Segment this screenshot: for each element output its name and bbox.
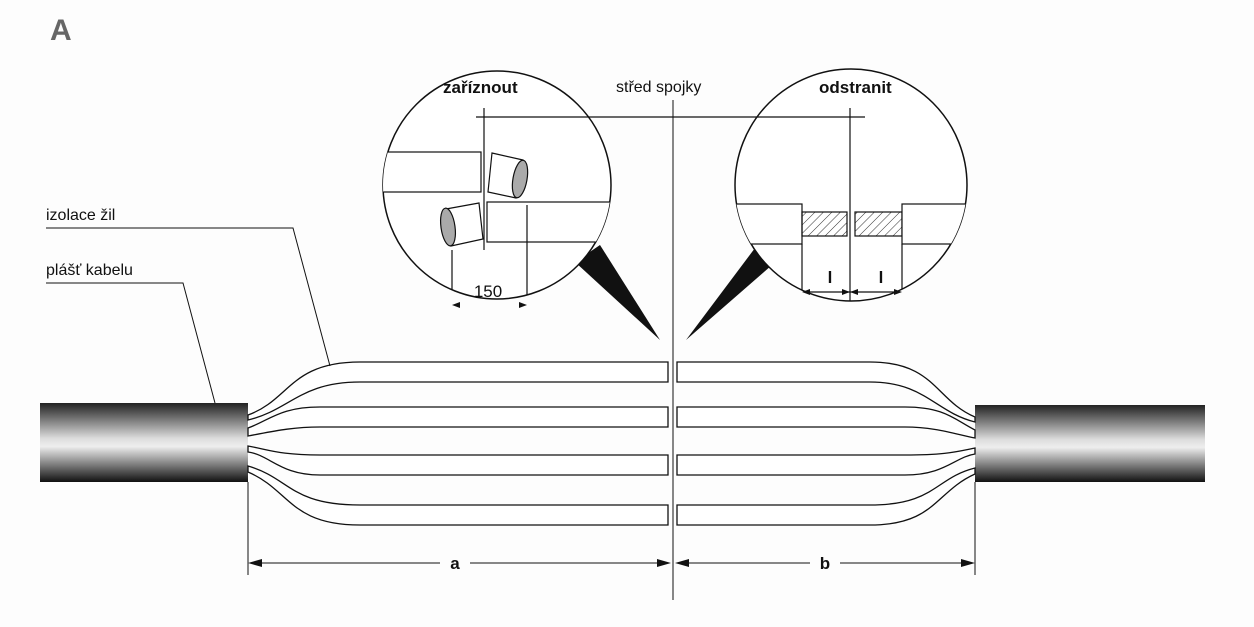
cut-label: zaříznout xyxy=(443,78,518,97)
cut-length-label: 150 xyxy=(474,282,502,301)
dimension-a-label: a xyxy=(450,554,460,573)
strip-length-right: l xyxy=(879,268,884,287)
dimension-arrowheads xyxy=(248,559,975,567)
detail-cut: 150 xyxy=(382,70,612,308)
dimension-lines xyxy=(247,482,976,575)
cable-sheath-left xyxy=(40,403,248,482)
joint-center-label: střed spojky xyxy=(616,79,701,96)
dimension-b-label: b xyxy=(820,554,830,573)
cable-sheath-leader xyxy=(46,282,216,404)
figure-letter: A xyxy=(50,14,72,47)
strip-length-left: l xyxy=(828,268,833,287)
core-insulation-label: izolace žil xyxy=(46,207,115,224)
cores-left xyxy=(247,361,669,526)
callout-pointer-right xyxy=(686,248,772,340)
callout-pointer-left xyxy=(575,245,660,340)
detail-strip: l l xyxy=(734,68,968,302)
core-insulation-leader xyxy=(46,227,331,367)
remove-label: odstranit xyxy=(819,78,892,97)
cores-right xyxy=(676,361,976,526)
cable-sheath-right xyxy=(975,405,1205,482)
cable-sheath-label: plášť kabelu xyxy=(46,262,133,279)
